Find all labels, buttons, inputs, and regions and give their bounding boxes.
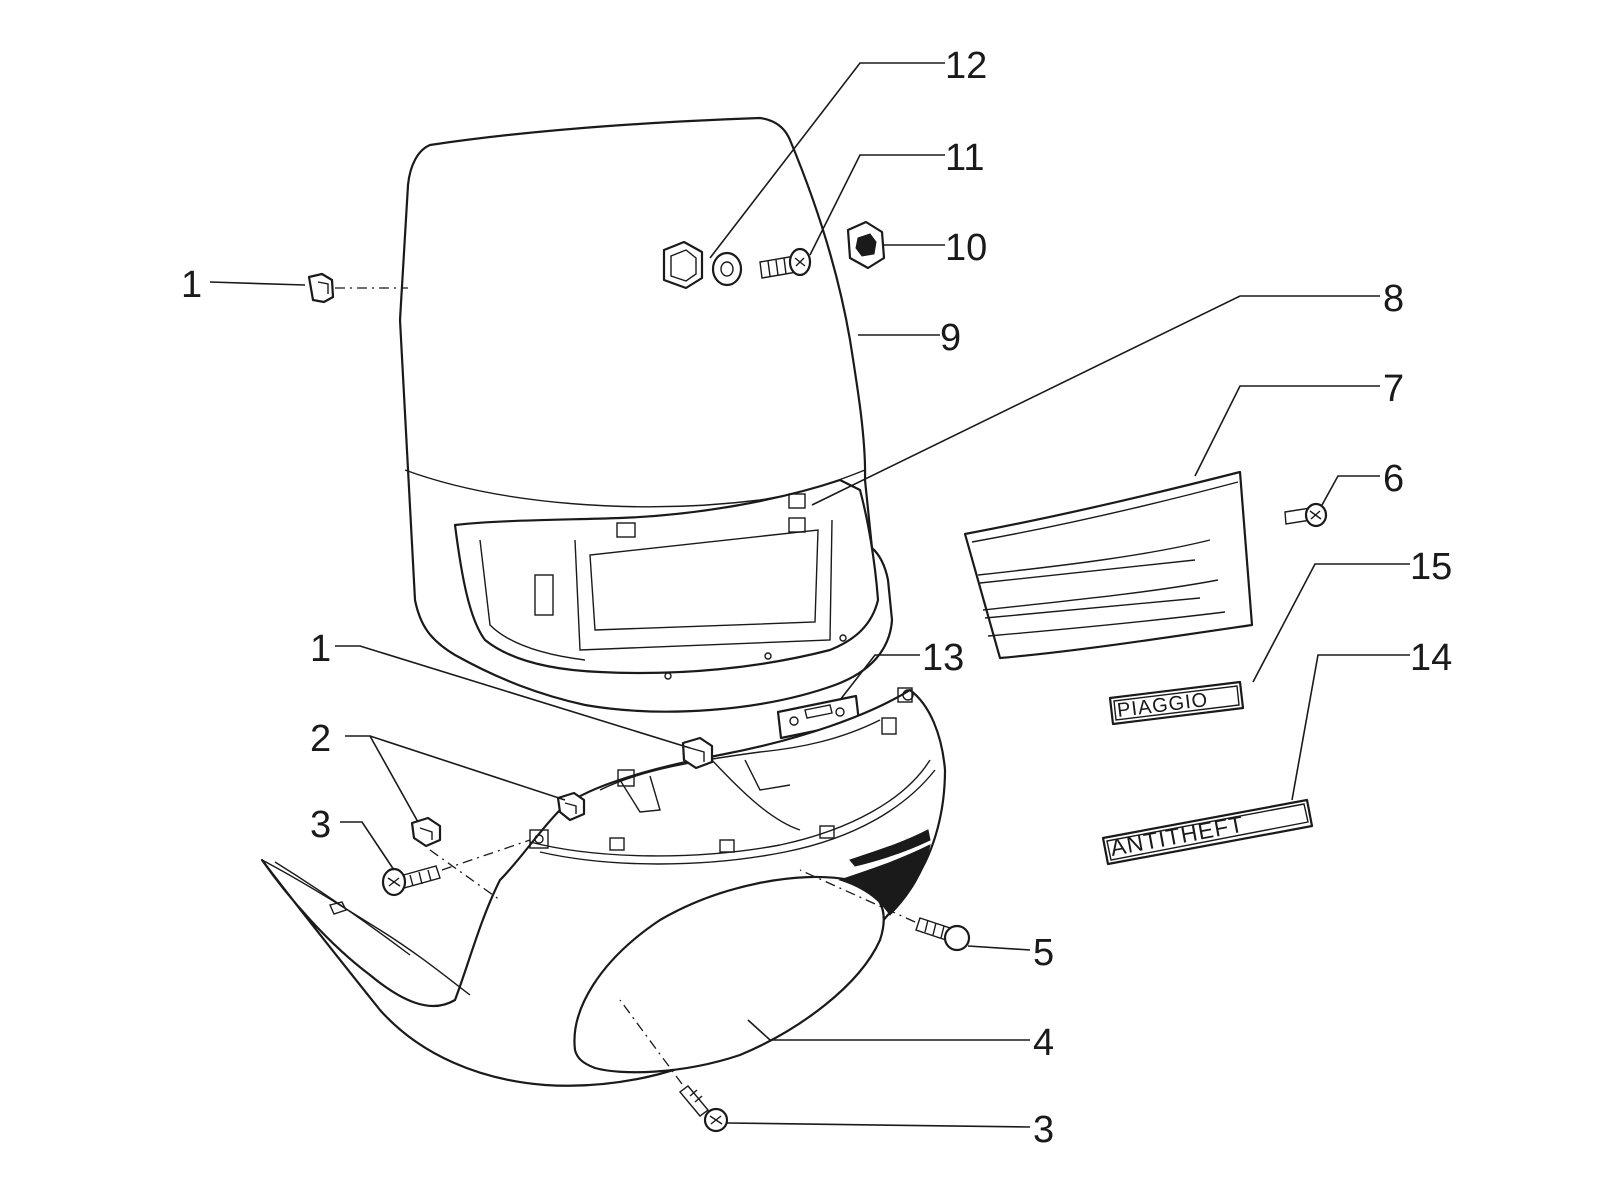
callout-3-upper: 3	[310, 804, 331, 846]
callout-8: 8	[1383, 278, 1404, 320]
callout-12: 12	[945, 45, 987, 87]
callout-1-lower: 1	[310, 628, 331, 670]
part-13-label-strip	[776, 694, 861, 740]
part-11-screw	[759, 247, 812, 279]
callout-2: 2	[310, 718, 331, 760]
callout-4: 4	[1033, 1022, 1054, 1064]
callout-10: 10	[945, 227, 987, 269]
part-10-emblem	[846, 220, 886, 270]
part-14-antitheft-decal: ANTITHEFT	[1101, 798, 1314, 866]
callout-7: 7	[1383, 368, 1404, 410]
part-1-clip-lower	[681, 736, 714, 770]
callout-1-upper: 1	[181, 264, 202, 306]
part-4-front-shield	[260, 687, 947, 1087]
part-9-shield-cover	[398, 116, 894, 713]
callout-labels: 1 12 11 10 9 8 7 6 15 14 13 1 2 3 5 4 3	[181, 45, 1452, 1151]
part-3-screw-lower	[619, 999, 729, 1133]
part-1-clip-upper	[307, 272, 408, 304]
callout-15: 15	[1410, 546, 1452, 588]
part-3-screw-upper	[381, 839, 531, 897]
callout-11: 11	[945, 137, 984, 179]
callout-13: 13	[922, 637, 964, 679]
leader-lines	[209, 62, 1410, 1128]
part-7-trim-plate	[963, 470, 1254, 660]
part-12-emblem-holder	[662, 240, 743, 290]
part-15-piaggio-decal: PIAGGIO	[1108, 680, 1245, 726]
callout-14: 14	[1410, 637, 1452, 679]
callout-6: 6	[1383, 458, 1404, 500]
part-6-screw	[1284, 502, 1328, 528]
callout-3-lower: 3	[1033, 1109, 1054, 1151]
callout-9: 9	[940, 317, 961, 359]
antitheft-decal-text: ANTITHEFT	[1108, 811, 1246, 861]
part-5-screw	[799, 869, 971, 952]
callout-5: 5	[1033, 932, 1054, 974]
